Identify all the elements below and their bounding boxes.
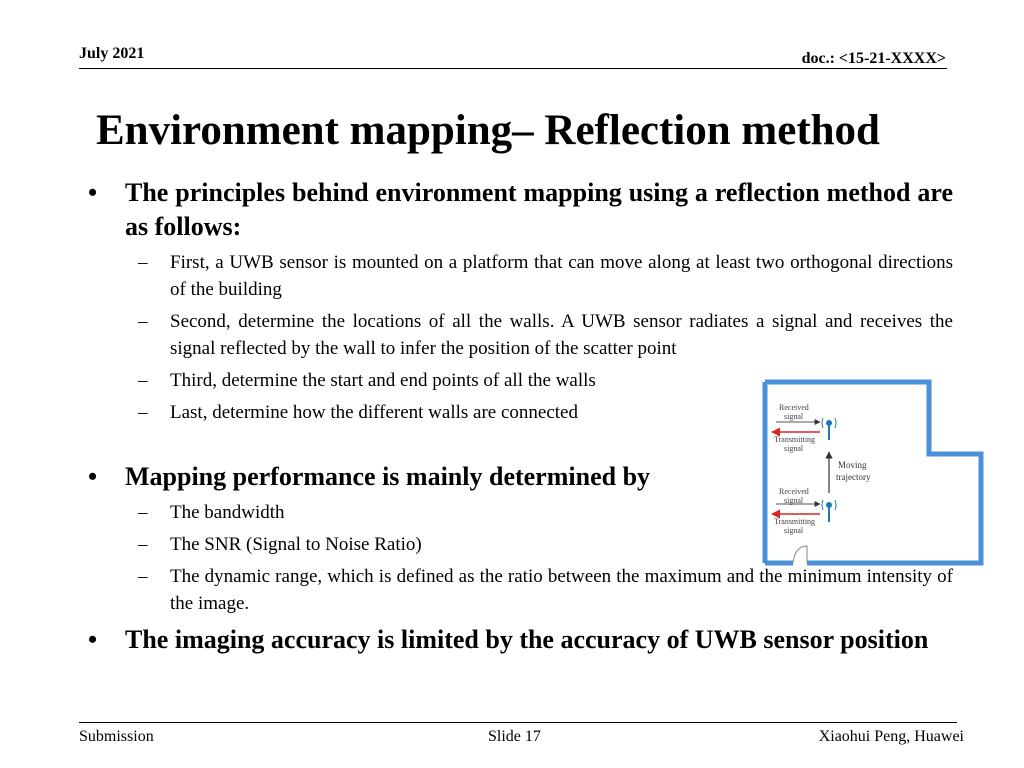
label-transmitting-2a: Transmitting bbox=[774, 517, 815, 526]
bullet-accuracy: • The imaging accuracy is limited by the… bbox=[88, 623, 953, 657]
label-transmitting-1b: signal bbox=[784, 444, 804, 453]
sensor-upper bbox=[771, 417, 837, 440]
dash-marker: – bbox=[138, 502, 148, 523]
door-arc bbox=[792, 545, 808, 564]
bullet-text: The imaging accuracy is limited by the a… bbox=[125, 625, 929, 654]
reflection-method-diagram: Received signal Transmitting signal Rece… bbox=[762, 379, 984, 566]
sub-bullet: – Third, determine the start and end poi… bbox=[88, 367, 953, 394]
sub-bullet: – The dynamic range, which is defined as… bbox=[88, 563, 953, 617]
svg-text:Moving: Moving bbox=[838, 460, 867, 470]
bullet-performance: • Mapping performance is mainly determin… bbox=[88, 460, 953, 494]
label-received-1a: Received bbox=[779, 403, 809, 412]
svg-text:signal: signal bbox=[784, 412, 804, 421]
slide-title: Environment mapping– Reflection method bbox=[96, 107, 880, 154]
bullet-text: Mapping performance is mainly determined… bbox=[125, 462, 651, 491]
sub-bullet-text: Third, determine the start and end point… bbox=[170, 370, 596, 391]
svg-text:Transmitting: Transmitting bbox=[774, 435, 815, 444]
header-doc-id: doc.: <15-21-XXXX> bbox=[801, 50, 946, 67]
footer-divider bbox=[79, 722, 957, 723]
svg-text:signal: signal bbox=[784, 496, 804, 505]
label-moving-a: Moving bbox=[838, 460, 867, 470]
sub-bullet: – Second, determine the locations of all… bbox=[88, 308, 953, 362]
label-received-1b: signal bbox=[784, 412, 804, 421]
dash-marker: – bbox=[138, 402, 148, 423]
bullet-marker: • bbox=[88, 178, 98, 207]
bullet-text: The principles behind environment mappin… bbox=[125, 178, 953, 241]
footer-submission: Submission bbox=[79, 728, 154, 745]
sub-bullet-text: The SNR (Signal to Noise Ratio) bbox=[170, 534, 422, 555]
sub-bullet: – First, a UWB sensor is mounted on a pl… bbox=[88, 249, 953, 303]
header-divider bbox=[79, 68, 947, 69]
slide-body: • The principles behind environment mapp… bbox=[88, 176, 953, 657]
sub-bullet-text: The dynamic range, which is defined as t… bbox=[170, 566, 953, 614]
bullet-marker: • bbox=[88, 462, 98, 491]
label-received-2b: signal bbox=[784, 496, 804, 505]
footer-author: Xiaohui Peng, Huawei bbox=[818, 728, 964, 745]
label-transmitting-1a: Transmitting bbox=[774, 435, 815, 444]
sub-bullet-text: The bandwidth bbox=[170, 502, 285, 523]
svg-text:Received: Received bbox=[779, 487, 809, 496]
dash-marker: – bbox=[138, 566, 148, 587]
sub-bullet-text: Last, determine how the different walls … bbox=[170, 402, 578, 423]
bullet-principles: • The principles behind environment mapp… bbox=[88, 176, 953, 244]
svg-text:Received: Received bbox=[779, 403, 809, 412]
bullet-marker: • bbox=[88, 625, 98, 654]
svg-text:signal: signal bbox=[784, 526, 804, 535]
svg-text:Transmitting: Transmitting bbox=[774, 517, 815, 526]
label-received-2a: Received bbox=[779, 487, 809, 496]
sub-bullet-text: Second, determine the locations of all t… bbox=[170, 311, 953, 359]
svg-text:signal: signal bbox=[784, 444, 804, 453]
sub-bullet: – The SNR (Signal to Noise Ratio) bbox=[88, 531, 953, 558]
dash-marker: – bbox=[138, 370, 148, 391]
sub-bullet-text: First, a UWB sensor is mounted on a plat… bbox=[170, 252, 953, 300]
footer-slide-number: Slide 17 bbox=[488, 728, 541, 745]
sub-bullet: – Last, determine how the different wall… bbox=[88, 399, 953, 426]
sensor-lower bbox=[771, 499, 837, 522]
label-transmitting-2b: signal bbox=[784, 526, 804, 535]
dash-marker: – bbox=[138, 311, 148, 332]
dash-marker: – bbox=[138, 252, 148, 273]
room-walls bbox=[765, 379, 984, 566]
sub-bullet: – The bandwidth bbox=[88, 499, 953, 526]
dash-marker: – bbox=[138, 534, 148, 555]
header-date: July 2021 bbox=[79, 45, 145, 62]
svg-text:trajectory: trajectory bbox=[836, 472, 871, 482]
label-moving-b: trajectory bbox=[836, 472, 871, 482]
